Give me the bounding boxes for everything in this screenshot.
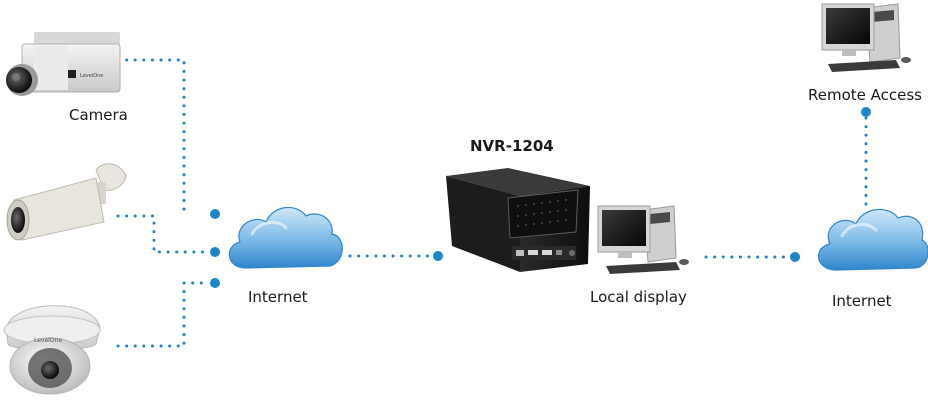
internet-label-left: Internet xyxy=(248,288,308,306)
connector-dot xyxy=(210,209,220,219)
connector-dot xyxy=(790,252,800,262)
camera-label: Camera xyxy=(69,106,128,124)
local-display-label: Local display xyxy=(590,288,687,306)
connector-camera-box xyxy=(116,58,186,216)
cloud-icon xyxy=(818,208,928,271)
connector-camera-bullet xyxy=(116,214,208,254)
dome-brand-text: LevelOne xyxy=(34,337,62,344)
connector-dot xyxy=(861,107,871,117)
connector-dots xyxy=(210,107,871,288)
camera-brand-text: LevelOne xyxy=(80,73,103,79)
connector-camera-dome xyxy=(116,281,208,348)
box-camera-icon: LevelOne xyxy=(6,32,121,96)
connectors xyxy=(116,58,868,348)
connector-dot xyxy=(433,251,443,261)
remote-access-label: Remote Access xyxy=(808,86,922,104)
cloud-icon xyxy=(228,206,343,269)
desktop-pc-icon xyxy=(597,205,689,274)
nvr-model-title: NVR-1204 xyxy=(470,137,554,155)
connector-dot xyxy=(210,278,220,288)
dome-camera-icon: LevelOne xyxy=(3,305,101,395)
internet-label-right: Internet xyxy=(832,292,892,310)
desktop-pc-icon xyxy=(821,3,911,72)
connector-dot xyxy=(210,247,220,257)
nvr-device-icon xyxy=(446,168,590,272)
bullet-camera-icon xyxy=(6,163,127,241)
